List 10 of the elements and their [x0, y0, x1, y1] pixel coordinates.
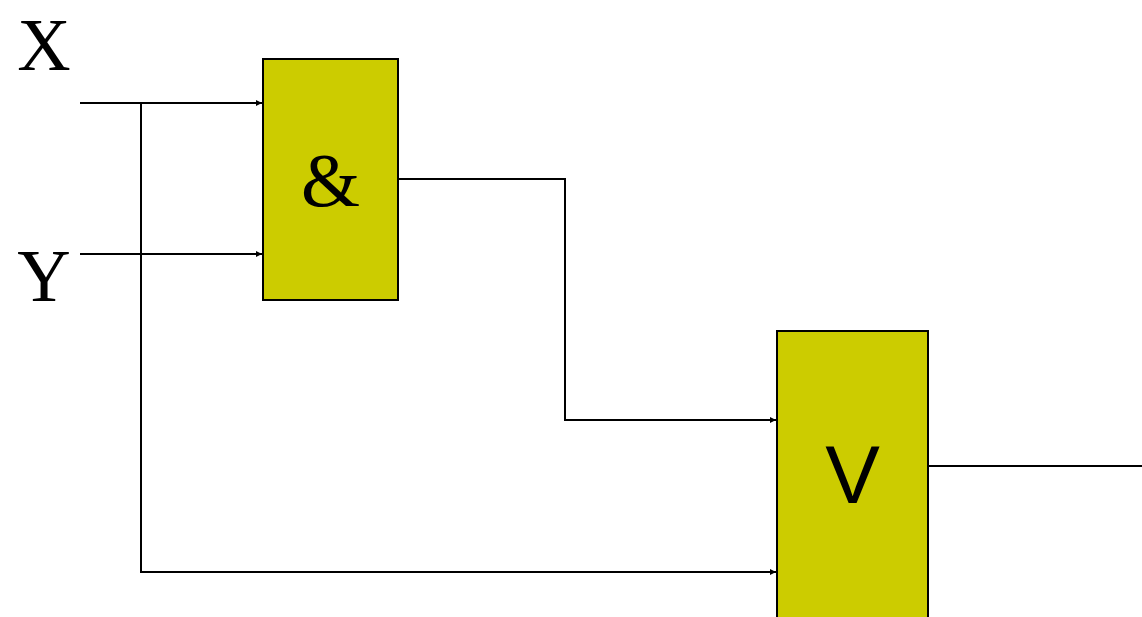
arrow	[79, 251, 263, 257]
signal-name: Y	[17, 239, 71, 313]
gate-symbol: &	[300, 141, 361, 218]
arrow	[79, 102, 777, 575]
signal-name: X	[17, 8, 71, 82]
arrow	[398, 178, 777, 423]
or-gate-box	[776, 330, 929, 617]
gate-symbol: V	[825, 434, 880, 516]
output-line	[928, 465, 1142, 467]
and-gate-box	[262, 58, 399, 301]
